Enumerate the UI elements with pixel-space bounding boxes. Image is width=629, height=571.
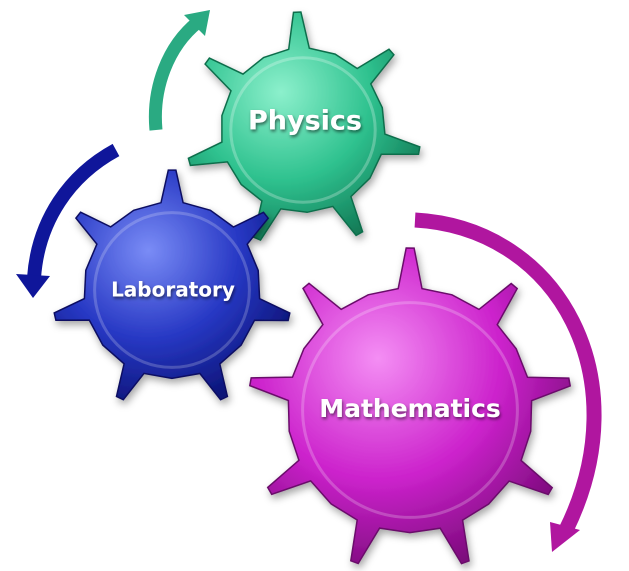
teal-arrow [148, 10, 210, 131]
gear-label-mathematics: Mathematics [319, 394, 501, 423]
navy-arrow [16, 143, 120, 298]
gear-label-laboratory: Laboratory [111, 278, 235, 302]
gear-physics [187, 11, 421, 242]
gear-physics-body [187, 11, 421, 242]
gear-laboratory-hub [93, 211, 251, 369]
gear-mathematics-hub [301, 301, 519, 519]
gear-laboratory [53, 169, 291, 401]
magenta-arrow [414, 212, 602, 552]
gear-physics-hub [229, 56, 377, 204]
gear-mathematics-body [248, 247, 572, 565]
gear-label-physics: Physics [248, 106, 362, 137]
gear-mathematics [248, 247, 572, 565]
